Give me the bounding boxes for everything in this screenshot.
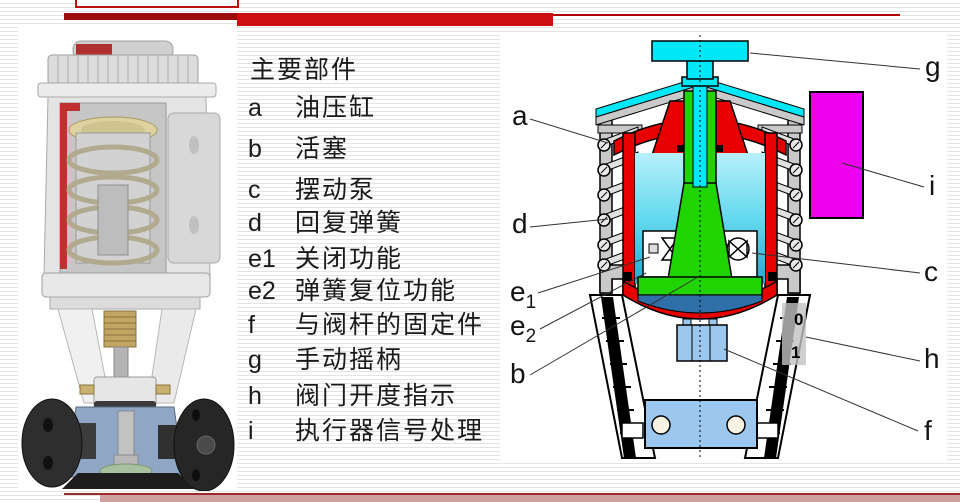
part-label: 阀门开度指示 [295,382,458,410]
photo-cap [37,40,217,98]
part-label: 回复弹簧 [295,209,404,237]
coupling [676,318,728,362]
actuator-photo-panel [18,25,237,491]
oscillating-pump-symbol [726,237,750,261]
photo-yoke [57,308,197,408]
part-label: 弹簧复位功能 [295,277,458,305]
actuator-schematic: 0 1 [510,35,941,459]
photo-body [41,96,221,310]
part-key: c [248,176,261,204]
top-bar-thin-line [553,14,900,16]
scale-mark-1: 1 [791,343,800,362]
diagram-label-g: g [925,51,941,82]
diagram-label-d: d [512,208,528,239]
diagram-label-e2: e2 [510,310,536,347]
opening-indicator [782,303,806,365]
part-label: 油压缸 [295,94,377,122]
list-item: i 执行器信号处理 [248,411,484,447]
photo-valve [21,398,235,491]
diagram-label-f: f [924,415,932,446]
list-item: e2 弹簧复位功能 [248,271,457,307]
leader-lines [529,52,925,432]
part-key: a [248,94,262,122]
diagram-label-a: a [512,100,528,131]
parts-list: 主要部件 a 油压缸 b 活塞 c 摆动泵 d 回复弹簧 e1 关闭功能 e2 弹簧复位功能… [248,0,498,502]
signal-processing-box [809,91,864,219]
part-key: b [248,135,262,163]
title-placeholder-edge [75,0,239,8]
plate-hole [726,415,746,435]
part-label: 手动摇柄 [295,346,404,374]
list-item: e1 关闭功能 [248,239,403,275]
list-item: g 手动摇柄 [248,340,403,376]
actuator-schematic-panel: 0 1 [500,33,947,460]
part-key: d [248,209,262,237]
list-item: f 与阀杆的固定件 [248,305,484,341]
list-item: d 回复弹簧 [248,203,403,239]
part-key: e2 [248,277,276,305]
list-item: c 摆动泵 [248,170,376,206]
diagram-label-i: i [929,170,935,201]
part-key: e1 [248,245,276,273]
part-label: 活塞 [295,135,350,163]
part-label: 与阀杆的固定件 [295,311,485,339]
list-item: b 活塞 [248,129,349,165]
callout-labels: a d e1 e2 b g i c h f [510,51,941,446]
bottom-rule-band [100,495,960,502]
plate-hole [651,415,671,435]
part-label: 关闭功能 [295,245,404,273]
part-key: g [248,346,262,374]
part-key: f [248,311,255,339]
top-bar-dark-red [64,13,238,20]
diagram-label-e1: e1 [510,276,536,313]
list-item: h 阀门开度指示 [248,376,457,412]
actuator-photo [21,40,235,491]
list-item: a 油压缸 [248,88,376,124]
part-label: 执行器信号处理 [295,417,485,445]
part-label: 摆动泵 [295,176,377,204]
bottom-rule-line [64,493,960,495]
diagram-label-h: h [924,343,940,374]
yoke-legs: 0 1 [588,294,812,459]
seal-dots [623,145,777,281]
parts-list-title: 主要部件 [250,56,359,84]
diagram-label-b: b [510,358,526,389]
part-key: h [248,382,262,410]
top-bar-bright-red [237,13,553,26]
scale-mark-0: 0 [794,310,803,329]
diagram-label-c: c [924,256,938,287]
part-key: i [248,417,254,445]
stem-fixing-plate [621,399,779,449]
